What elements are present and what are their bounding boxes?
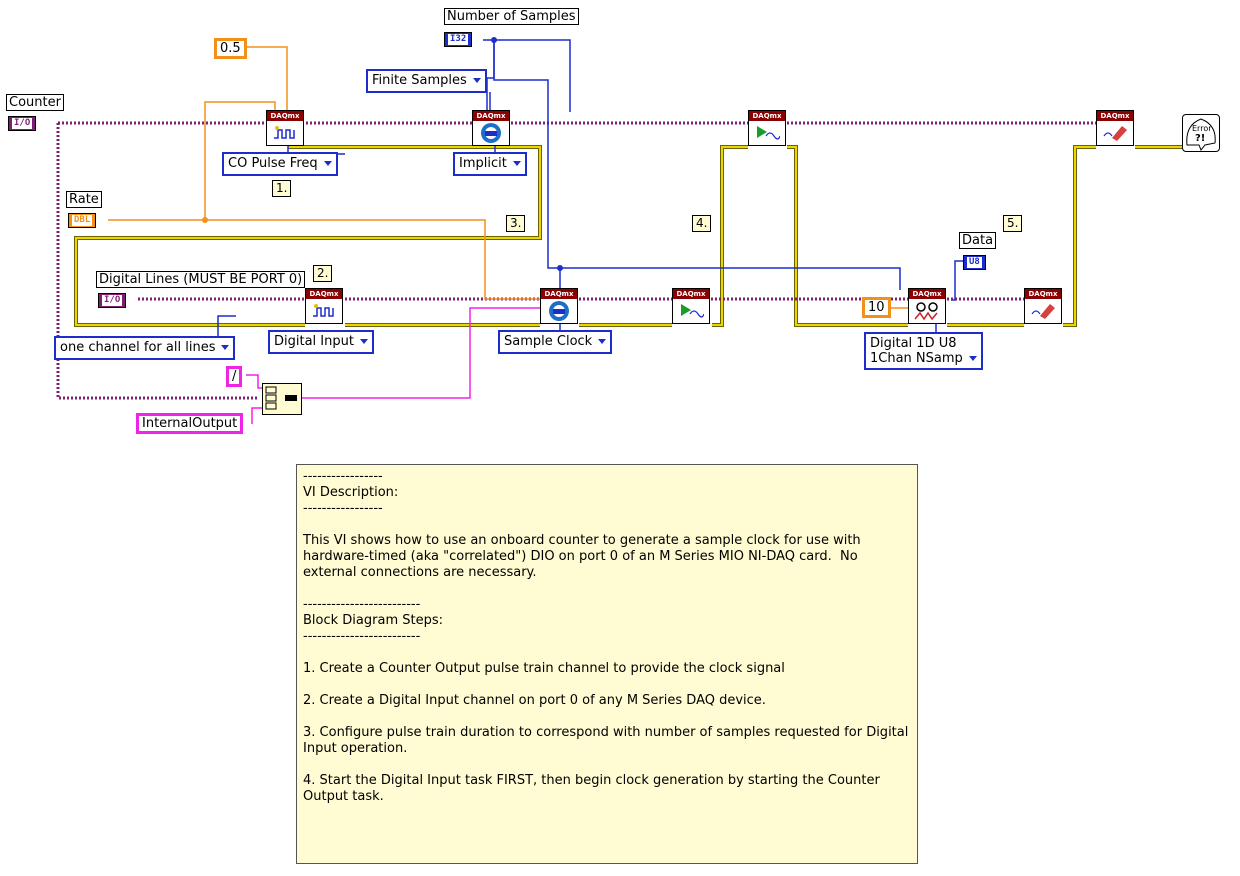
- svg-text:Error: Error: [1192, 124, 1212, 133]
- implicit-ring[interactable]: Implicit: [453, 152, 527, 176]
- data-label: Data: [959, 232, 997, 249]
- daqmx-header: DAQmx: [673, 289, 709, 299]
- line-grouping-ring[interactable]: one channel for all lines: [54, 336, 236, 360]
- counter-label: Counter: [6, 94, 64, 111]
- step-4-label: 4.: [692, 215, 712, 232]
- comment-title: VI Description:: [303, 485, 399, 500]
- step-1-label: 1.: [272, 180, 292, 197]
- step-5-label: 5.: [1003, 215, 1023, 232]
- daqmx-header: DAQmx: [541, 289, 577, 299]
- comment-step-2: 2. Create a Digital Input channel on por…: [303, 693, 766, 708]
- digital-input-ring[interactable]: Digital Input: [268, 330, 374, 354]
- daqmx-header: DAQmx: [306, 289, 342, 299]
- data-terminal-type: U8: [967, 257, 982, 268]
- daqmx-header: DAQmx: [1025, 289, 1061, 299]
- digital-lines-terminal-type: I/O: [102, 295, 123, 306]
- counter-terminal-type: I/O: [12, 118, 33, 129]
- concatenate-strings-node[interactable]: [262, 383, 302, 415]
- glasses-icon: [909, 299, 945, 323]
- comment-description: This VI shows how to use an onboard coun…: [303, 533, 865, 580]
- play-icon: [749, 121, 785, 145]
- timeout-constant[interactable]: 10: [862, 297, 891, 318]
- frequency-constant[interactable]: 0.5: [214, 38, 247, 59]
- daqmx-header: DAQmx: [267, 111, 303, 121]
- chevron-down-icon: [512, 161, 521, 166]
- clock-icon: [473, 121, 509, 145]
- number-of-samples-terminal-type: I32: [448, 34, 469, 45]
- finite-samples-ring[interactable]: Finite Samples: [366, 69, 487, 93]
- error-icon: Error?!: [1186, 118, 1216, 151]
- comment-step-4: 4. Start the Digital Input task FIRST, t…: [303, 773, 884, 804]
- chevron-down-icon: [968, 356, 977, 361]
- play-icon: [673, 299, 709, 323]
- daqmx-header: DAQmx: [909, 289, 945, 299]
- digital-lines-label: Digital Lines (MUST BE PORT 0): [96, 271, 306, 288]
- digital-channel-icon: [306, 299, 342, 323]
- eraser-icon: [1025, 299, 1061, 323]
- co-pulse-freq-ring[interactable]: CO Pulse Freq: [222, 152, 338, 176]
- clear-co-task-vi[interactable]: DAQmx: [1096, 110, 1134, 146]
- internal-output-constant[interactable]: InternalOutput: [136, 413, 244, 434]
- implicit-text: Implicit: [459, 156, 507, 171]
- clock-icon: [541, 299, 577, 323]
- create-di-channel-vi[interactable]: DAQmx: [305, 288, 343, 324]
- chevron-down-icon: [221, 345, 230, 350]
- data-indicator-terminal[interactable]: U8: [963, 255, 986, 270]
- finite-samples-text: Finite Samples: [372, 73, 467, 88]
- eraser-icon: [1097, 121, 1133, 145]
- sample-clock-ring[interactable]: Sample Clock: [498, 330, 613, 354]
- comment-step-1: 1. Create a Counter Output pulse train c…: [303, 661, 785, 676]
- read-type-line1: Digital 1D U8: [870, 336, 957, 351]
- rate-label: Rate: [66, 191, 102, 208]
- comment-steps-title: Block Diagram Steps:: [303, 613, 443, 628]
- number-of-samples-label: Number of Samples: [444, 8, 579, 25]
- timing-implicit-vi[interactable]: DAQmx: [472, 110, 510, 146]
- digital-input-text: Digital Input: [274, 334, 354, 349]
- concatenate-icon: [265, 386, 297, 410]
- comment-divider: -----------------: [303, 501, 383, 516]
- rate-terminal[interactable]: DBL: [68, 213, 97, 228]
- rate-terminal-type: DBL: [72, 215, 93, 226]
- slash-constant[interactable]: /: [226, 366, 243, 387]
- timing-sample-clock-vi[interactable]: DAQmx: [540, 288, 578, 324]
- comment-divider: -------------------------: [303, 597, 421, 612]
- start-co-task-vi[interactable]: DAQmx: [748, 110, 786, 146]
- pulse-train-icon: [267, 121, 303, 145]
- comment-step-3: 3. Configure pulse train duration to cor…: [303, 725, 913, 756]
- co-pulse-freq-text: CO Pulse Freq: [228, 156, 318, 171]
- vi-description-comment: ----------------- VI Description: ------…: [296, 464, 918, 864]
- daqmx-header: DAQmx: [1097, 111, 1133, 121]
- step-3-label: 3.: [506, 215, 526, 232]
- sample-clock-text: Sample Clock: [504, 334, 593, 349]
- line-grouping-text: one channel for all lines: [60, 340, 216, 355]
- number-of-samples-terminal[interactable]: I32: [444, 32, 473, 47]
- start-di-task-vi[interactable]: DAQmx: [672, 288, 710, 324]
- chevron-down-icon: [598, 339, 607, 344]
- create-co-channel-vi[interactable]: DAQmx: [266, 110, 304, 146]
- read-type-line2: 1Chan NSamp: [870, 351, 963, 366]
- daqmx-header: DAQmx: [473, 111, 509, 121]
- comment-divider: -------------------------: [303, 629, 421, 644]
- read-digital-vi[interactable]: DAQmx: [908, 288, 946, 324]
- svg-text:?!: ?!: [1195, 133, 1205, 144]
- chevron-down-icon: [323, 161, 332, 166]
- daqmx-header: DAQmx: [749, 111, 785, 121]
- simple-error-handler-vi[interactable]: Error?!: [1182, 114, 1220, 152]
- counter-terminal[interactable]: I/O: [8, 116, 37, 131]
- digital-lines-terminal[interactable]: I/O: [98, 293, 127, 308]
- chevron-down-icon: [359, 339, 368, 344]
- chevron-down-icon: [472, 78, 481, 83]
- comment-divider: -----------------: [303, 469, 383, 484]
- clear-di-task-vi[interactable]: DAQmx: [1024, 288, 1062, 324]
- step-2-label: 2.: [313, 265, 333, 282]
